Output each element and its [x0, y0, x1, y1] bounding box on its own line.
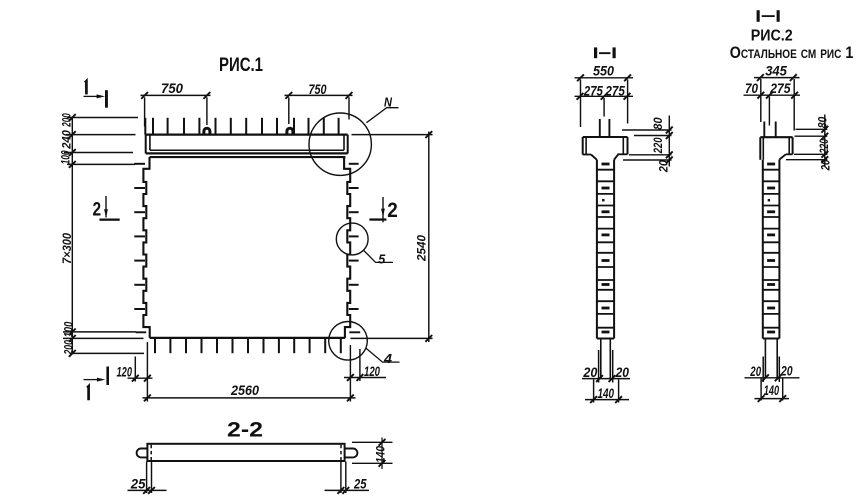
svg-text:20: 20 — [615, 365, 630, 380]
svg-text:750: 750 — [309, 82, 327, 97]
svg-text:220: 220 — [817, 139, 831, 154]
svg-text:750: 750 — [161, 81, 183, 96]
svg-text:140: 140 — [764, 383, 780, 398]
svg-text:550: 550 — [593, 64, 614, 79]
svg-text:200: 200 — [61, 340, 75, 355]
svg-text:140: 140 — [374, 446, 388, 463]
svg-text:120: 120 — [117, 365, 133, 380]
svg-text:20: 20 — [657, 160, 671, 173]
svg-text:80: 80 — [651, 117, 665, 130]
svg-text:100: 100 — [61, 322, 75, 338]
svg-text:275: 275 — [769, 81, 791, 96]
svg-text:200: 200 — [60, 113, 74, 127]
svg-text:N: N — [384, 95, 393, 110]
svg-text:7×300: 7×300 — [60, 233, 74, 264]
svg-text:345: 345 — [765, 64, 787, 79]
svg-text:5: 5 — [378, 252, 386, 267]
svg-text:2: 2 — [93, 200, 102, 221]
svg-text:20: 20 — [750, 364, 762, 379]
svg-text:20: 20 — [582, 365, 597, 380]
svg-text:120: 120 — [364, 364, 380, 379]
svg-text:20: 20 — [818, 159, 832, 171]
svg-text:РИС.2: РИС.2 — [751, 28, 793, 45]
svg-text:275: 275 — [583, 83, 603, 98]
svg-text:2-2: 2-2 — [227, 419, 263, 442]
svg-text:2560: 2560 — [230, 383, 259, 398]
svg-text:2: 2 — [387, 199, 398, 222]
svg-text:РИС.1: РИС.1 — [219, 55, 263, 76]
svg-text:140: 140 — [598, 386, 615, 401]
svg-text:220: 220 — [651, 137, 665, 154]
svg-text:100: 100 — [59, 150, 73, 164]
svg-text:80: 80 — [815, 116, 829, 128]
svg-text:25: 25 — [130, 476, 146, 491]
svg-text:2540: 2540 — [415, 235, 429, 262]
svg-text:240: 240 — [60, 130, 74, 150]
svg-text:Остальное см рис 1: Остальное см рис 1 — [730, 43, 854, 62]
svg-text:275: 275 — [605, 83, 626, 98]
svg-text:70: 70 — [745, 81, 758, 96]
svg-text:20: 20 — [780, 363, 793, 378]
svg-text:25: 25 — [353, 476, 367, 491]
svg-text:4: 4 — [383, 351, 393, 366]
